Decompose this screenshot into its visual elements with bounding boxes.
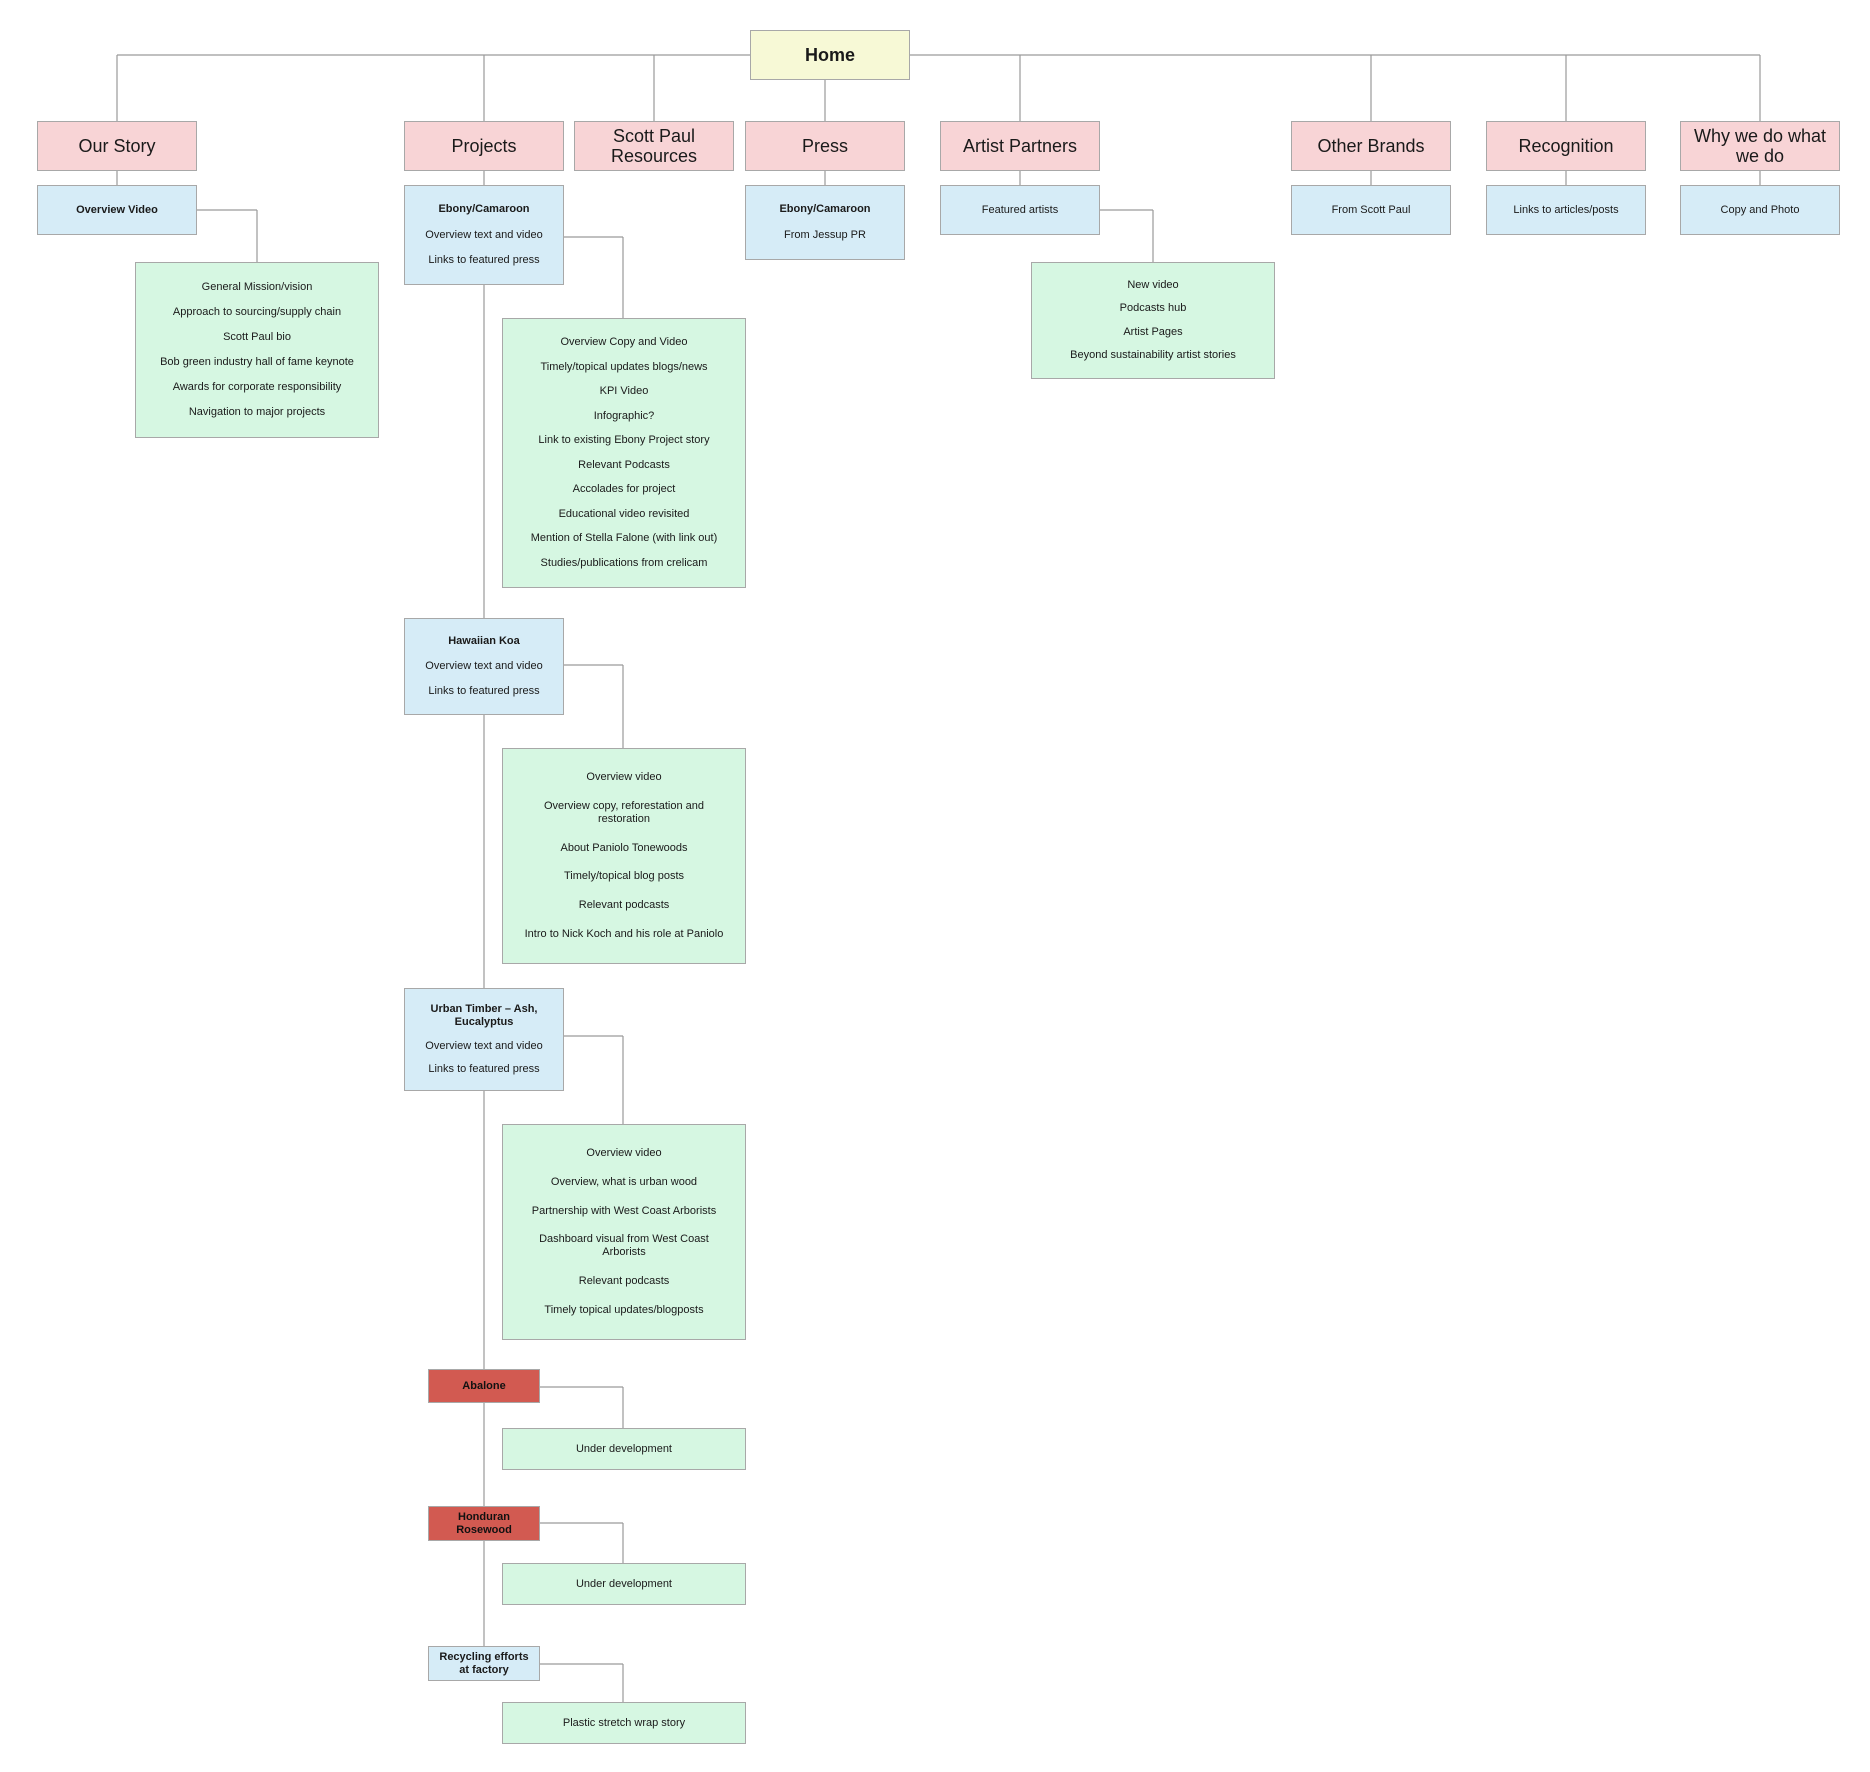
- project-urban-timber[interactable]: Urban Timber – Ash, Eucalyptus Overview …: [404, 988, 564, 1091]
- detail-item: Timely/topical blog posts: [563, 870, 685, 883]
- subpage-item: From Jessup PR: [784, 229, 866, 241]
- detail-item: Relevant Podcasts: [578, 458, 670, 471]
- recycling-detail: Plastic stretch wrap story: [502, 1702, 746, 1744]
- featured-artists[interactable]: Featured artists: [940, 185, 1100, 235]
- detail-item: Scott Paul bio: [223, 331, 291, 343]
- detail-item: Relevant podcasts: [578, 1275, 670, 1288]
- section-why[interactable]: Why we do what we do: [1680, 121, 1840, 171]
- detail-item: Overview, what is urban wood: [550, 1175, 698, 1188]
- detail-item: General Mission/vision: [201, 281, 313, 293]
- detail-item: Awards for corporate responsibility: [172, 381, 342, 393]
- project-abalone[interactable]: Abalone: [428, 1369, 540, 1403]
- section-label: Scott Paul Resources: [610, 126, 698, 166]
- detail-item: Mention of Stella Falone (with link out): [530, 532, 718, 545]
- section-recognition[interactable]: Recognition: [1486, 121, 1646, 171]
- subpage-item: Overview text and video: [425, 1039, 543, 1052]
- subpage-title: Recycling efforts at factory: [439, 1650, 529, 1676]
- detail-item: Under development: [575, 1577, 672, 1590]
- project-honduran-rosewood[interactable]: Honduran Rosewood: [428, 1506, 540, 1541]
- subpage-item: Links to featured press: [428, 685, 540, 697]
- detail-item: Approach to sourcing/supply chain: [172, 306, 342, 318]
- ebony-detail: Overview Copy and Video Timely/topical u…: [502, 318, 746, 588]
- project-recycling[interactable]: Recycling efforts at factory: [428, 1646, 540, 1681]
- section-label: Press: [801, 136, 848, 156]
- section-projects[interactable]: Projects: [404, 121, 564, 171]
- koa-detail: Overview video Overview copy, reforestat…: [502, 748, 746, 964]
- subpage-item: Overview text and video: [425, 660, 543, 672]
- subpage-item: Links to featured press: [428, 1062, 540, 1075]
- subpage-item: Links to articles/posts: [1513, 203, 1619, 216]
- subpage-title: Hawaiian Koa: [448, 635, 520, 647]
- detail-item: Under development: [575, 1442, 672, 1455]
- section-other-brands[interactable]: Other Brands: [1291, 121, 1451, 171]
- detail-item: Beyond sustainability artist stories: [1070, 348, 1236, 361]
- subpage-title: Ebony/Camaroon: [438, 202, 530, 215]
- subpage-item: Links to featured press: [428, 254, 540, 267]
- detail-item: Overview Copy and Video: [560, 336, 688, 349]
- rosewood-detail: Under development: [502, 1563, 746, 1605]
- urban-detail: Overview video Overview, what is urban w…: [502, 1124, 746, 1340]
- section-resources[interactable]: Scott Paul Resources: [574, 121, 734, 171]
- our-story-detail: General Mission/vision Approach to sourc…: [135, 262, 379, 438]
- section-label: Our Story: [78, 136, 156, 156]
- detail-item: Overview video: [586, 770, 662, 783]
- subpage-title: Ebony/Camaroon: [779, 203, 871, 215]
- detail-item: Infographic?: [593, 409, 655, 422]
- subpage-title: Overview Video: [76, 203, 158, 216]
- artist-partners-detail: New video Podcasts hub Artist Pages Beyo…: [1031, 262, 1275, 379]
- detail-item: Partnership with West Coast Arborists: [531, 1204, 717, 1217]
- subpage-item: Overview text and video: [425, 228, 543, 241]
- abalone-detail: Under development: [502, 1428, 746, 1470]
- detail-item: About Paniolo Tonewoods: [560, 841, 688, 854]
- detail-item: Navigation to major projects: [188, 406, 326, 418]
- home-node[interactable]: Home: [750, 30, 910, 80]
- detail-item: Dashboard visual from West Coast Arboris…: [539, 1233, 709, 1259]
- section-our-story[interactable]: Our Story: [37, 121, 197, 171]
- detail-item: Timely topical updates/blogposts: [544, 1304, 704, 1317]
- section-label: Other Brands: [1317, 136, 1425, 156]
- detail-item: Artist Pages: [1123, 325, 1183, 338]
- detail-item: KPI Video: [599, 385, 649, 398]
- detail-item: Overview video: [586, 1146, 662, 1159]
- detail-item: Studies/publications from crelicam: [540, 556, 708, 569]
- subpage-item: Copy and Photo: [1720, 203, 1800, 216]
- why-sub[interactable]: Copy and Photo: [1680, 185, 1840, 235]
- section-label: Projects: [451, 136, 517, 156]
- section-press[interactable]: Press: [745, 121, 905, 171]
- home-label: Home: [804, 44, 855, 65]
- section-label: Artist Partners: [962, 136, 1078, 156]
- detail-item: Bob green industry hall of fame keynote: [160, 356, 354, 368]
- other-brands-sub[interactable]: From Scott Paul: [1291, 185, 1451, 235]
- project-ebony[interactable]: Ebony/Camaroon Overview text and video L…: [404, 185, 564, 285]
- detail-item: Timely/topical updates blogs/news: [540, 360, 708, 373]
- project-hawaiian-koa[interactable]: Hawaiian Koa Overview text and video Lin…: [404, 618, 564, 715]
- subpage-item: Featured artists: [981, 203, 1059, 216]
- detail-item: Intro to Nick Koch and his role at Panio…: [524, 928, 724, 941]
- subpage-item: From Scott Paul: [1331, 203, 1411, 216]
- recognition-sub[interactable]: Links to articles/posts: [1486, 185, 1646, 235]
- our-story-overview-video[interactable]: Overview Video: [37, 185, 197, 235]
- detail-item: Overview copy, reforestation and restora…: [544, 799, 704, 825]
- section-label: Why we do what we do: [1693, 126, 1827, 166]
- detail-item: Podcasts hub: [1119, 302, 1187, 315]
- section-label: Recognition: [1518, 136, 1614, 156]
- subpage-title: Urban Timber – Ash, Eucalyptus: [430, 1003, 538, 1029]
- detail-item: Relevant podcasts: [578, 899, 670, 912]
- detail-item: Plastic stretch wrap story: [562, 1716, 686, 1729]
- detail-item: Educational video revisited: [558, 507, 690, 520]
- detail-item: Accolades for project: [572, 483, 676, 496]
- subpage-title: Honduran Rosewood: [456, 1510, 512, 1536]
- section-artist-partners[interactable]: Artist Partners: [940, 121, 1100, 171]
- detail-item: New video: [1127, 279, 1179, 292]
- detail-item: Link to existing Ebony Project story: [538, 434, 710, 447]
- press-ebony[interactable]: Ebony/Camaroon From Jessup PR: [745, 185, 905, 260]
- subpage-title: Abalone: [462, 1379, 506, 1392]
